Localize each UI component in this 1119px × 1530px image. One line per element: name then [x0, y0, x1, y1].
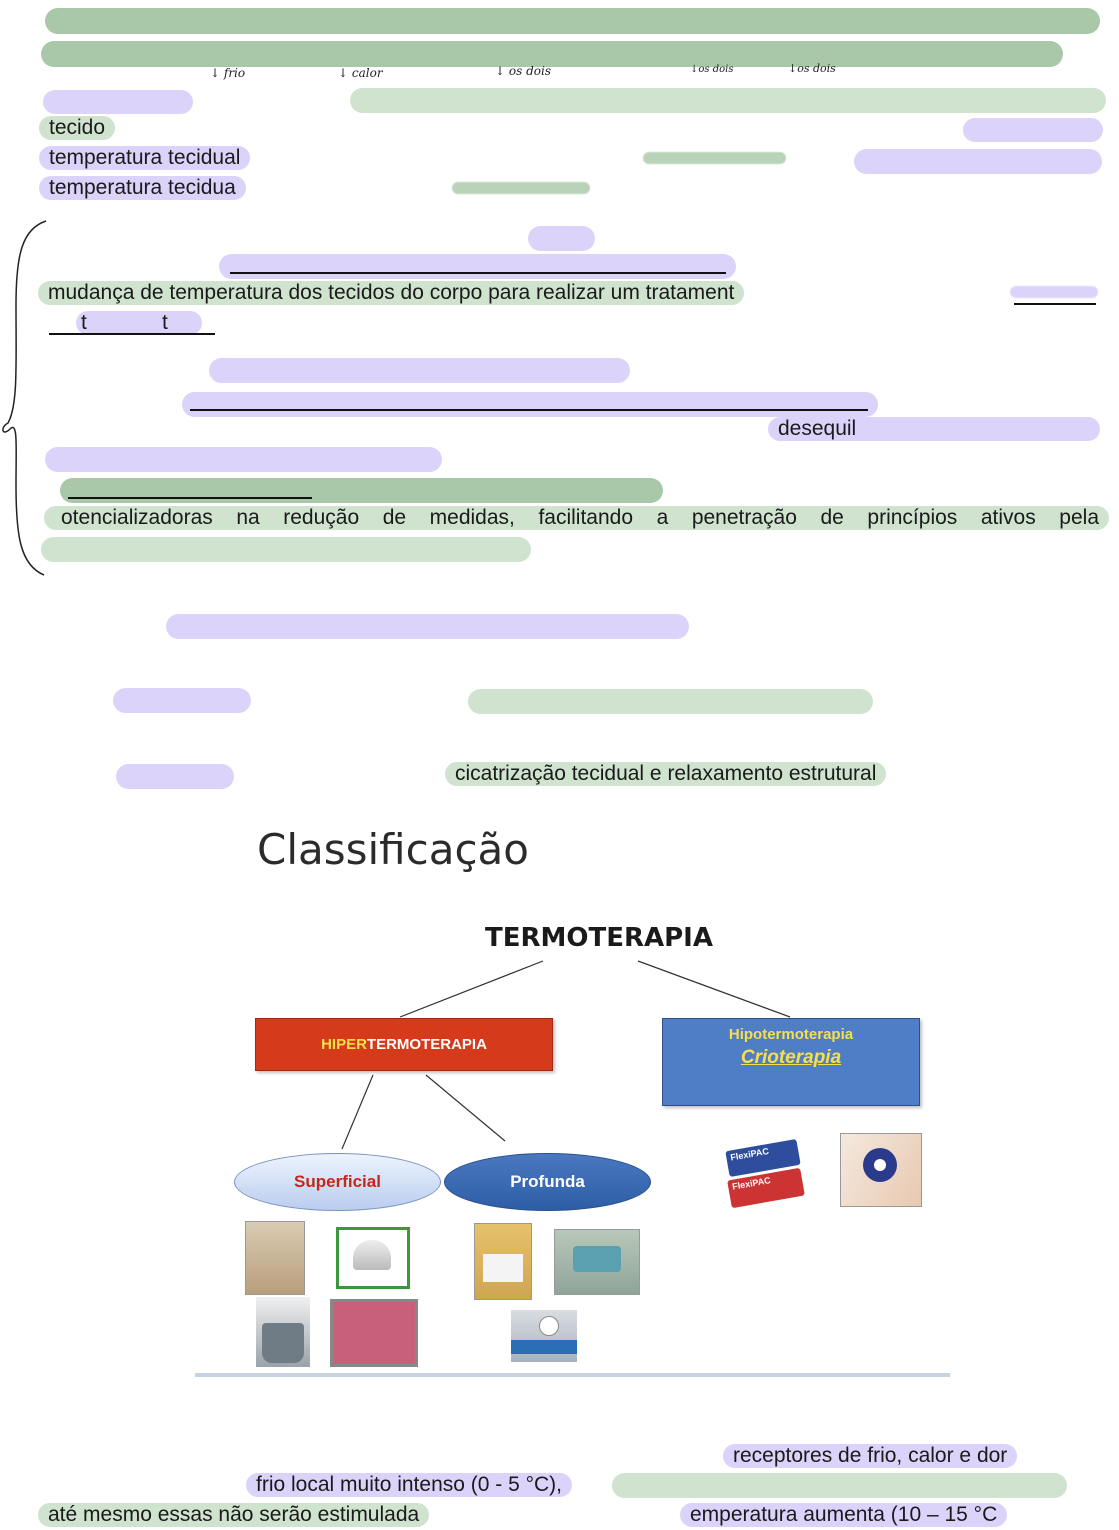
letter-t: t	[162, 311, 168, 334]
brace-drawing	[2, 220, 47, 576]
ice-pack-image: FlexiPAC FlexiPAC	[725, 1138, 810, 1210]
ultrasound-device-image	[554, 1229, 640, 1295]
redacted-phrase	[166, 614, 689, 639]
scribble-mark	[643, 152, 786, 164]
profunda-node: Profunda	[444, 1153, 651, 1211]
redacted-phrase	[45, 447, 442, 472]
redacted-phrase	[113, 688, 251, 713]
highlight-otencializadoras: otencializadoras na redução de medidas, …	[44, 506, 1109, 530]
letter-t: t	[81, 311, 87, 334]
redacted-phrase	[963, 118, 1103, 142]
redacted-phrase	[528, 226, 595, 251]
underline	[190, 409, 868, 411]
redacted-phrase	[76, 311, 202, 335]
highlight-receptores: receptores de frio, calor e dor	[723, 1444, 1018, 1468]
scribble-mark	[1010, 286, 1098, 298]
tree-connectors	[341, 960, 791, 1150]
handwritten-note: ↓os dois	[690, 64, 734, 75]
ice-pack-label: FlexiPAC	[731, 1175, 772, 1192]
figure-root-label: TERMOTERAPIA	[485, 923, 713, 953]
highlight-frio-local: frio local muito intenso (0 - 5 °C),	[246, 1473, 573, 1497]
redacted-phrase	[468, 689, 873, 714]
superficial-node: Superficial	[234, 1153, 441, 1211]
redacted-phrase	[116, 764, 234, 789]
redacted-phrase	[350, 88, 1106, 113]
scribble-mark	[452, 182, 590, 194]
highlight-emperatura: emperatura aumenta (10 – 15 °C	[680, 1503, 1008, 1527]
redacted-phrase	[209, 358, 630, 383]
redacted-line	[41, 41, 1063, 67]
figure-title: Classificação	[257, 825, 529, 874]
redacted-phrase	[854, 149, 1102, 174]
handwritten-note: ↓ frio	[210, 66, 246, 80]
highlight-ate-mesmo: até mesmo essas não serão estimulada	[38, 1503, 430, 1527]
redacted-phrase	[612, 1473, 1067, 1498]
paraffin-bath-image	[245, 1221, 305, 1295]
hipotermoterapia-label: Hipotermoterapia	[728, 1026, 854, 1043]
underline	[1014, 303, 1096, 305]
handwritten-note: ↓ os dois	[495, 64, 551, 78]
highlight-tecido: tecido	[39, 116, 116, 140]
redacted-line	[45, 8, 1100, 34]
redacted-phrase	[219, 254, 736, 279]
highlight-mudanca: mudança de temperatura dos tecidos do co…	[38, 281, 745, 305]
handwritten-note: ↓os dois	[788, 62, 836, 75]
handwritten-note: ↓ calor	[338, 66, 383, 80]
highlight-temperatura-tecidual: temperatura tecidual	[39, 146, 251, 170]
underline	[49, 333, 215, 335]
diathermy-application-image	[511, 1310, 577, 1362]
redacted-phrase	[60, 478, 663, 503]
redacted-phrase	[41, 537, 531, 562]
highlight-temperatura-tecidua: temperatura tecidua	[39, 176, 246, 200]
hot-cold-pack-image	[330, 1299, 418, 1367]
underline	[230, 272, 726, 274]
figure-baseline	[195, 1373, 950, 1377]
whirlpool-image	[256, 1297, 310, 1367]
underline	[68, 497, 312, 499]
shortwave-device-image	[474, 1223, 532, 1300]
highlight-cicatrizacao: cicatrização tecidual e relaxamento estr…	[445, 762, 887, 786]
ice-bag-image	[840, 1133, 922, 1207]
redacted-phrase	[43, 90, 193, 114]
hipotermoterapia-box: Hipotermoterapia Crioterapia	[662, 1018, 920, 1106]
crioterapia-label: Crioterapia	[740, 1047, 842, 1068]
redacted-phrase	[182, 392, 878, 417]
infrared-lamp-image	[336, 1227, 410, 1289]
highlight-desequil: desequil	[768, 417, 1100, 441]
ice-pack-label: FlexiPAC	[729, 1145, 770, 1163]
